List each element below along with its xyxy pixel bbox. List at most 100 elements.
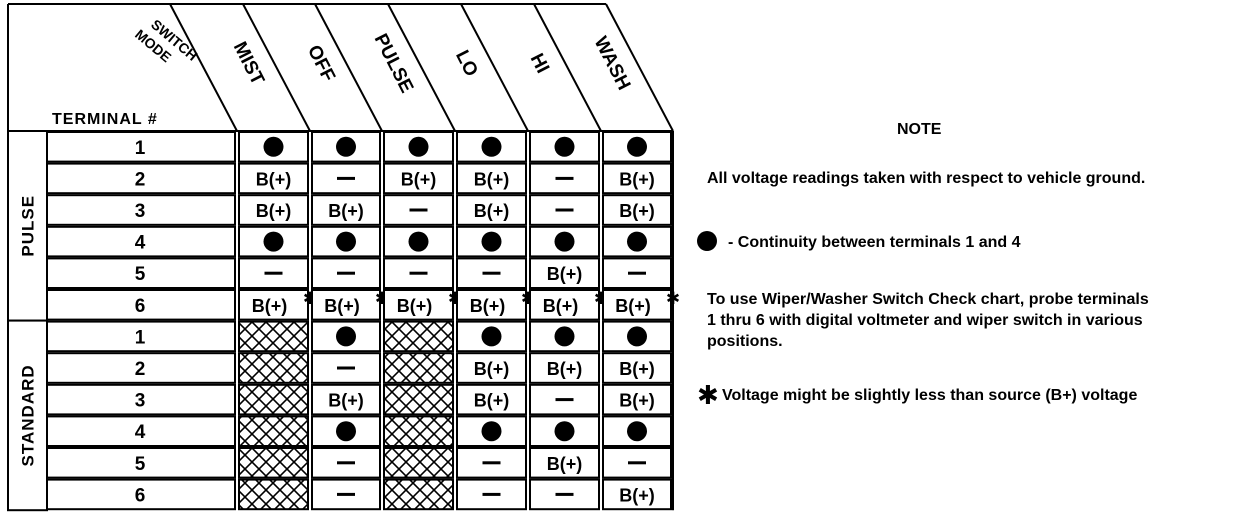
- voltage-reference-note: All voltage readings taken with respect …: [707, 170, 1146, 187]
- reading-cell: [456, 289, 527, 321]
- reading-cell: [529, 447, 600, 479]
- column-header: HI: [526, 50, 553, 76]
- column-divider: [460, 3, 529, 132]
- voltage-reading: B(+): [324, 296, 360, 316]
- column-header: WASH: [590, 33, 635, 93]
- continuity-dot-icon: [263, 231, 284, 252]
- continuity-dot-icon: [481, 231, 502, 252]
- no-voltage-dash: [555, 492, 574, 496]
- not-applicable-cell: [383, 478, 454, 511]
- reading-cell: [602, 383, 672, 416]
- reading-cell: [238, 257, 309, 289]
- no-voltage-dash: [409, 271, 428, 275]
- no-voltage-dash: [409, 208, 428, 212]
- voltage-reading: B(+): [328, 201, 364, 221]
- not-applicable-cell: [238, 320, 309, 353]
- reading-cell: [529, 289, 600, 321]
- terminal-number: 1: [135, 138, 146, 159]
- continuity-legend: - Continuity between terminals 1 and 4: [728, 234, 1021, 251]
- not-applicable-cell: [238, 352, 309, 384]
- terminal-cell: [46, 225, 236, 258]
- reading-cell: [529, 257, 600, 289]
- terminal-cell: [46, 194, 236, 226]
- continuity-dot-icon: [481, 326, 502, 347]
- column-divider: [242, 3, 311, 132]
- continuity-dot-icon: [408, 231, 429, 252]
- no-voltage-dash: [628, 461, 646, 465]
- column-divider: [314, 3, 383, 132]
- terminal-number: 4: [135, 233, 146, 254]
- reading-cell: [238, 194, 309, 226]
- group-box: [7, 319, 48, 512]
- reading-cell: [456, 352, 527, 384]
- not-applicable-cell: [383, 320, 454, 353]
- terminal-cell: [46, 320, 236, 353]
- continuity-dot-icon: [627, 231, 647, 252]
- column-divider: [533, 3, 602, 132]
- terminal-header: TERMINAL #: [52, 111, 158, 128]
- terminal-cell: [46, 162, 236, 195]
- instruction-line-2: 1 thru 6 with digital voltmeter and wipe…: [707, 312, 1143, 329]
- continuity-dot-icon: [481, 136, 502, 157]
- no-voltage-dash: [628, 271, 646, 275]
- note-title: NOTE: [897, 121, 942, 138]
- continuity-dot-icon: [336, 231, 356, 252]
- voltage-reading: B(+): [401, 169, 437, 189]
- reading-cell: [311, 194, 381, 226]
- voltage-reading: B(+): [547, 359, 583, 379]
- continuity-dot-icon: [554, 136, 575, 157]
- group-label: PULSE: [19, 195, 38, 257]
- terminal-number: 6: [135, 296, 146, 317]
- no-voltage-dash: [337, 366, 355, 370]
- voltage-reading: B(+): [474, 359, 510, 379]
- reading-cell: [311, 289, 381, 321]
- not-applicable-cell: [383, 415, 454, 447]
- continuity-dot-icon: [554, 231, 575, 252]
- continuity-dot-icon: [336, 421, 356, 442]
- voltage-reading: B(+): [256, 201, 292, 221]
- continuity-dot-icon: [336, 326, 356, 347]
- no-voltage-dash: [482, 461, 501, 465]
- no-voltage-dash: [337, 271, 355, 275]
- terminal-cell: [46, 131, 236, 163]
- column-divider: [605, 3, 674, 132]
- continuity-dot-icon: [554, 326, 575, 347]
- no-voltage-dash: [482, 271, 501, 275]
- terminal-cell: [46, 352, 236, 384]
- voltage-reading: B(+): [619, 169, 655, 189]
- continuity-dot-icon: [408, 136, 429, 157]
- reading-cell: [602, 352, 672, 384]
- reading-cell: [602, 478, 672, 511]
- voltage-reading: B(+): [615, 296, 651, 316]
- terminal-cell: [46, 289, 236, 321]
- terminal-number: 5: [135, 454, 146, 475]
- reading-cell: [602, 162, 672, 195]
- terminal-number: 2: [135, 359, 146, 380]
- reading-cell: [529, 352, 600, 384]
- voltage-reading: B(+): [474, 391, 510, 411]
- reading-cell: [456, 478, 527, 511]
- continuity-dot-icon: [697, 231, 717, 251]
- reading-cell: [456, 194, 527, 226]
- terminal-number: 2: [135, 169, 146, 190]
- terminal-number: 5: [135, 264, 146, 285]
- reading-cell: [602, 194, 672, 226]
- reading-cell: [456, 383, 527, 416]
- voltage-reading: B(+): [252, 296, 288, 316]
- no-voltage-dash: [555, 208, 574, 212]
- instruction-line-3: positions.: [707, 333, 783, 350]
- terminal-cell: [46, 257, 236, 289]
- reading-cell: [383, 162, 454, 195]
- continuity-dot-icon: [627, 421, 647, 442]
- terminal-number: 3: [135, 201, 146, 222]
- continuity-dot-icon: [263, 136, 284, 157]
- no-voltage-dash: [337, 492, 355, 496]
- voltage-reading: B(+): [619, 201, 655, 221]
- reading-cell: [383, 289, 454, 321]
- voltage-reading: B(+): [547, 264, 583, 284]
- not-applicable-cell: [238, 415, 309, 447]
- voltage-reading: B(+): [547, 454, 583, 474]
- reading-cell: [311, 383, 381, 416]
- reading-cell: [238, 162, 309, 195]
